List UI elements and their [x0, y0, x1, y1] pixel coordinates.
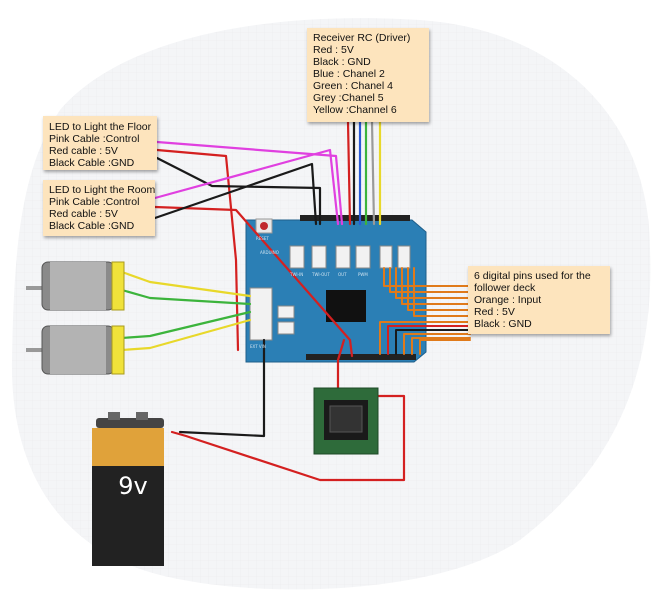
- wire-grey-receiver: [370, 120, 376, 226]
- note-line: Black : GND: [474, 318, 532, 330]
- connector-pwm-2: [379, 245, 393, 269]
- note-line: follower deck: [474, 282, 536, 294]
- note-line: Red cable : 5V: [49, 145, 118, 157]
- connector-label-pwm: PWM: [358, 272, 368, 277]
- dc-motor-1: [26, 261, 125, 311]
- note-line: LED to Light the Room: [49, 184, 156, 196]
- note-follower-deck: 6 digital pins used for the follower dec…: [468, 266, 610, 334]
- note-line: Pink Cable :Control: [49, 133, 140, 145]
- note-line: Black Cable :GND: [49, 157, 135, 169]
- connector-label-twi-out: TWI-OUT: [312, 272, 330, 277]
- note-line: Pink Cable :Control: [49, 196, 140, 208]
- connector-pwm-1: [355, 245, 371, 269]
- wire-black-battery: [178, 338, 266, 438]
- motor-terminal: [249, 287, 273, 341]
- power-label: EXT VIN: [250, 344, 266, 349]
- note-line: Green : Chanel 4: [313, 80, 393, 92]
- note-line: Grey :Chanel 5: [313, 92, 384, 104]
- note-line: Yellow :Channel 6: [313, 104, 397, 116]
- note-line: Red cable : 5V: [49, 208, 118, 220]
- dc-motor-2: [26, 325, 125, 375]
- wire-yellow-motor-2: [120, 318, 252, 352]
- wire-red-battery: [170, 394, 406, 482]
- note-led-floor: LED to Light the Floor Pink Cable :Contr…: [43, 116, 157, 170]
- arduino-shield-board: [245, 215, 427, 363]
- note-line: LED to Light the Floor: [49, 121, 152, 133]
- note-line: Black Cable :GND: [49, 220, 135, 232]
- driver-chip: [326, 290, 366, 322]
- wire-black-room: [153, 162, 318, 226]
- wire-red-switch: [336, 338, 346, 398]
- battery-label: 9v: [118, 472, 148, 500]
- note-line: 6 digital pins used for the: [474, 270, 591, 282]
- connector-label-out: OUT: [338, 272, 347, 277]
- wire-red-room: [153, 205, 354, 358]
- note-led-room: LED to Light the Room Pink Cable :Contro…: [43, 180, 155, 236]
- connector-label-twi-in: TWI-IN: [290, 272, 304, 277]
- wire-yellow-motor-1: [120, 270, 252, 298]
- connector-pwm-3: [397, 245, 411, 269]
- wire-pink-room: [153, 148, 340, 226]
- connector-twi-in: [289, 245, 305, 269]
- note-line: Red : 5V: [313, 44, 354, 56]
- wire-pink-floor: [155, 140, 344, 226]
- wire-red-receiver: [346, 120, 352, 226]
- note-line: Red : 5V: [474, 306, 515, 318]
- battery-9v: [92, 412, 164, 566]
- connector-out: [335, 245, 351, 269]
- wire-red-floor: [155, 148, 240, 352]
- wire-black-floor: [155, 156, 322, 226]
- wire-green-motor-2: [120, 310, 252, 340]
- note-line: Receiver RC (Driver): [313, 32, 411, 44]
- connector-twi-out: [311, 245, 327, 269]
- note-receiver-rc: Receiver RC (Driver) Red : 5V Black : GN…: [307, 28, 429, 122]
- wire-green-motor-1: [120, 288, 252, 306]
- board-brand: ARDUINO: [260, 250, 279, 255]
- note-line: Black : GND: [313, 56, 371, 68]
- note-line: Orange : Input: [474, 294, 542, 306]
- power-switch: [313, 387, 379, 455]
- wires: [120, 120, 471, 482]
- reset-label: RESET: [256, 236, 269, 241]
- note-line: Blue : Chanel 2: [313, 68, 385, 80]
